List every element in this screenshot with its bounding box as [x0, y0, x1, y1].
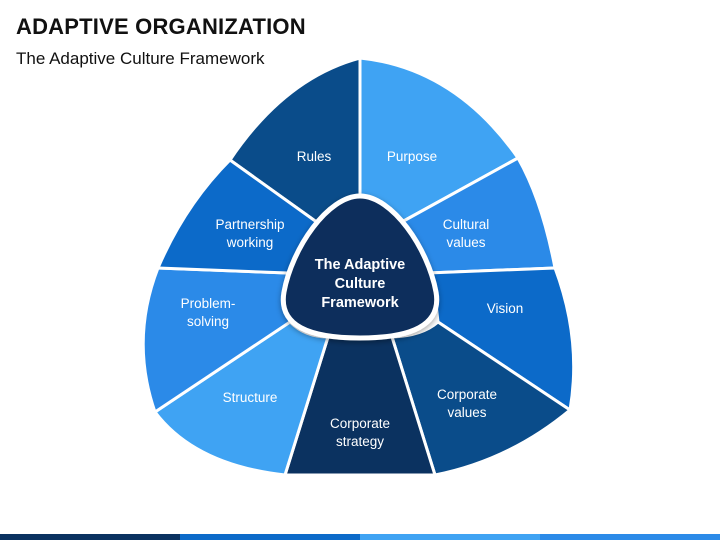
segment-label-line: working [226, 235, 274, 250]
center-label-line: Framework [321, 295, 399, 311]
segment-label-line: Structure [223, 390, 278, 405]
segments-layer [141, 56, 576, 477]
segment-label-rules: Rules [297, 149, 332, 164]
bottom-bar-segment [180, 534, 360, 540]
segment-label-line: Cultural [443, 217, 490, 232]
segment-label-line: values [447, 405, 486, 420]
center-label-line: The Adaptive [315, 257, 406, 273]
segment-label-structure: Structure [223, 390, 278, 405]
segment-label-problem-solving: Problem-solving [181, 296, 236, 329]
segment-label-line: Partnership [215, 217, 284, 232]
bottom-bar-segment [360, 534, 540, 540]
segment-label-corporate-strategy: Corporate strategy [330, 416, 390, 449]
segment-corporate-values [390, 320, 572, 477]
bottom-bar-segment [540, 534, 720, 540]
segment-label-line: Corporate [330, 416, 390, 431]
segment-label-line: strategy [336, 434, 384, 449]
segment-label-line: Vision [487, 301, 524, 316]
segment-label-partnership-working: Partnership working [215, 217, 284, 250]
page-subtitle: The Adaptive Culture Framework [16, 49, 265, 68]
segment-label-line: Problem- [181, 296, 236, 311]
segment-label-purpose: Purpose [387, 149, 437, 164]
segment-label-line: Rules [297, 149, 332, 164]
bottom-accent-bar [0, 534, 720, 540]
bottom-bar-segment [0, 534, 180, 540]
segment-label-cultural-values: Cultural values [443, 217, 490, 250]
segment-label-corporate-values: Corporate values [437, 387, 497, 420]
center-shape [280, 193, 440, 341]
page-title: ADAPTIVE ORGANIZATION [16, 14, 306, 39]
segment-label-line: solving [187, 314, 229, 329]
center-label-line: Culture [335, 276, 386, 292]
segment-label-line: values [446, 235, 485, 250]
segment-label-vision: Vision [487, 301, 524, 316]
segment-label-line: Purpose [387, 149, 437, 164]
segment-label-line: Corporate [437, 387, 497, 402]
